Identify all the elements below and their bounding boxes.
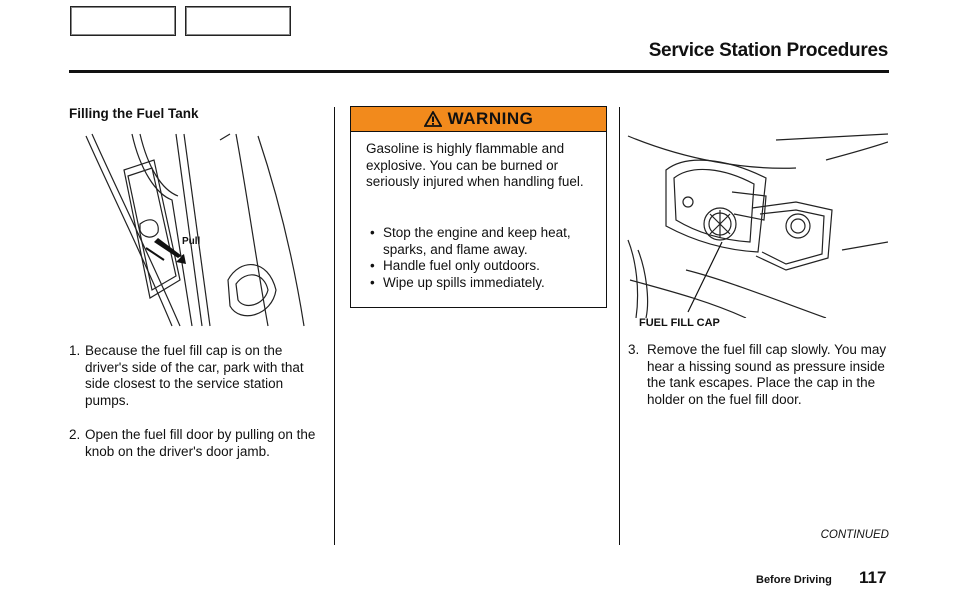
warning-header: WARNING [351, 107, 606, 132]
warning-box: WARNING Gasoline is highly flammable and… [350, 106, 607, 308]
page-number: 117 [859, 568, 887, 587]
footer-section-title: Before Driving [756, 574, 832, 586]
title-rule [69, 70, 889, 73]
warning-bullet: Stop the engine and keep heat, sparks, a… [369, 225, 607, 258]
section-heading: Filling the Fuel Tank [69, 106, 199, 121]
warning-bullet: Handle fuel only outdoors. [369, 258, 607, 275]
step-text: Because the fuel fill cap is on the driv… [85, 343, 304, 408]
warning-bullet: Wipe up spills immediately. [369, 275, 607, 292]
nav-button-previous[interactable] [70, 6, 176, 36]
column-divider [619, 107, 620, 545]
step-text: Remove the fuel fill cap slowly. You may… [647, 342, 887, 407]
fuel-door-release-illustration [85, 133, 305, 327]
page-title: Service Station Procedures [648, 40, 889, 61]
column-divider [334, 107, 335, 545]
step-number: 3. [628, 342, 640, 357]
warning-bullet-list: Stop the engine and keep heat, sparks, a… [369, 225, 607, 291]
warning-triangle-icon [423, 111, 442, 127]
fuel-fill-cap-callout: FUEL FILL CAP [639, 317, 720, 329]
warning-title: WARNING [447, 109, 534, 128]
step-3: 3. Remove the fuel fill cap slowly. You … [628, 342, 890, 408]
warning-text: Gasoline is highly flammable and explosi… [366, 141, 584, 189]
step-number: 1. [69, 343, 81, 358]
nav-button-next[interactable] [185, 6, 291, 36]
step-1: 1. Because the fuel fill cap is on the d… [69, 343, 319, 409]
continued-label: CONTINUED [820, 529, 889, 541]
pull-label: Pull [182, 236, 201, 247]
fuel-fill-cap-illustration [627, 133, 888, 318]
step-text: Open the fuel fill door by pulling on th… [85, 427, 316, 459]
step-2: 2. Open the fuel fill door by pulling on… [69, 427, 319, 460]
step-number: 2. [69, 427, 81, 442]
